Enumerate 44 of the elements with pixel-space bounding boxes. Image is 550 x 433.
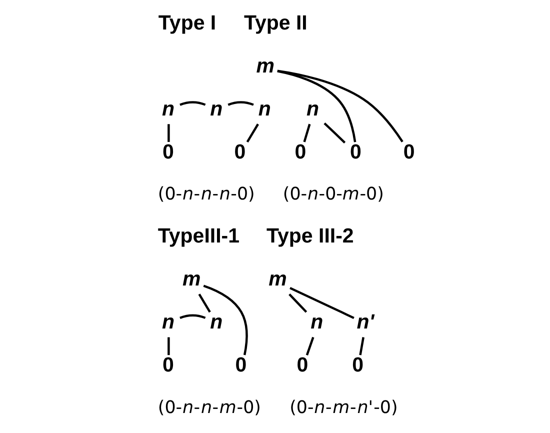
connector: [198, 293, 210, 312]
connector: [305, 336, 314, 355]
connector: [288, 292, 307, 312]
node-text: 0: [162, 353, 174, 376]
connector: [276, 70, 356, 142]
node-text: n: [210, 97, 222, 120]
connector: [289, 286, 354, 319]
node-text: n: [306, 97, 319, 120]
node-text: n: [258, 97, 270, 120]
node-text: 0: [296, 353, 308, 376]
connector: [246, 123, 258, 142]
label: (0-n-n-n-0): [157, 184, 254, 204]
connector: [358, 336, 364, 355]
node-text: 0: [402, 140, 414, 164]
connector: [276, 69, 403, 142]
node-text: 0: [352, 353, 363, 376]
node-text: n: [310, 310, 323, 334]
connector: [179, 100, 206, 106]
label: TypeIII-1: [157, 224, 239, 248]
connector: [302, 123, 310, 142]
connector: [202, 284, 248, 355]
node-text: 0: [350, 140, 361, 164]
label: Type III-2: [266, 224, 354, 248]
connector: [179, 314, 206, 319]
connector: [227, 100, 254, 106]
label: Type II: [243, 10, 307, 34]
connector: [323, 122, 346, 143]
label: (0-n-m-n'-0): [289, 397, 398, 418]
node-text: 0: [294, 140, 306, 164]
label: (0-n-n-m-0): [157, 397, 260, 418]
node-text: m: [256, 54, 274, 78]
node-text: 0: [234, 140, 246, 164]
node-text: 0: [234, 353, 246, 376]
node-text: n': [356, 310, 374, 334]
node-text: m: [268, 267, 286, 290]
node-text: m: [182, 267, 200, 290]
label: (0-n-0-m-0): [282, 184, 384, 204]
node-text: n: [162, 97, 174, 120]
node-text: n: [162, 310, 174, 334]
label: Type I: [158, 10, 216, 34]
connector: [167, 336, 170, 355]
node-text: 0: [162, 140, 174, 164]
node-text: n: [210, 310, 222, 334]
connector: [167, 124, 170, 142]
